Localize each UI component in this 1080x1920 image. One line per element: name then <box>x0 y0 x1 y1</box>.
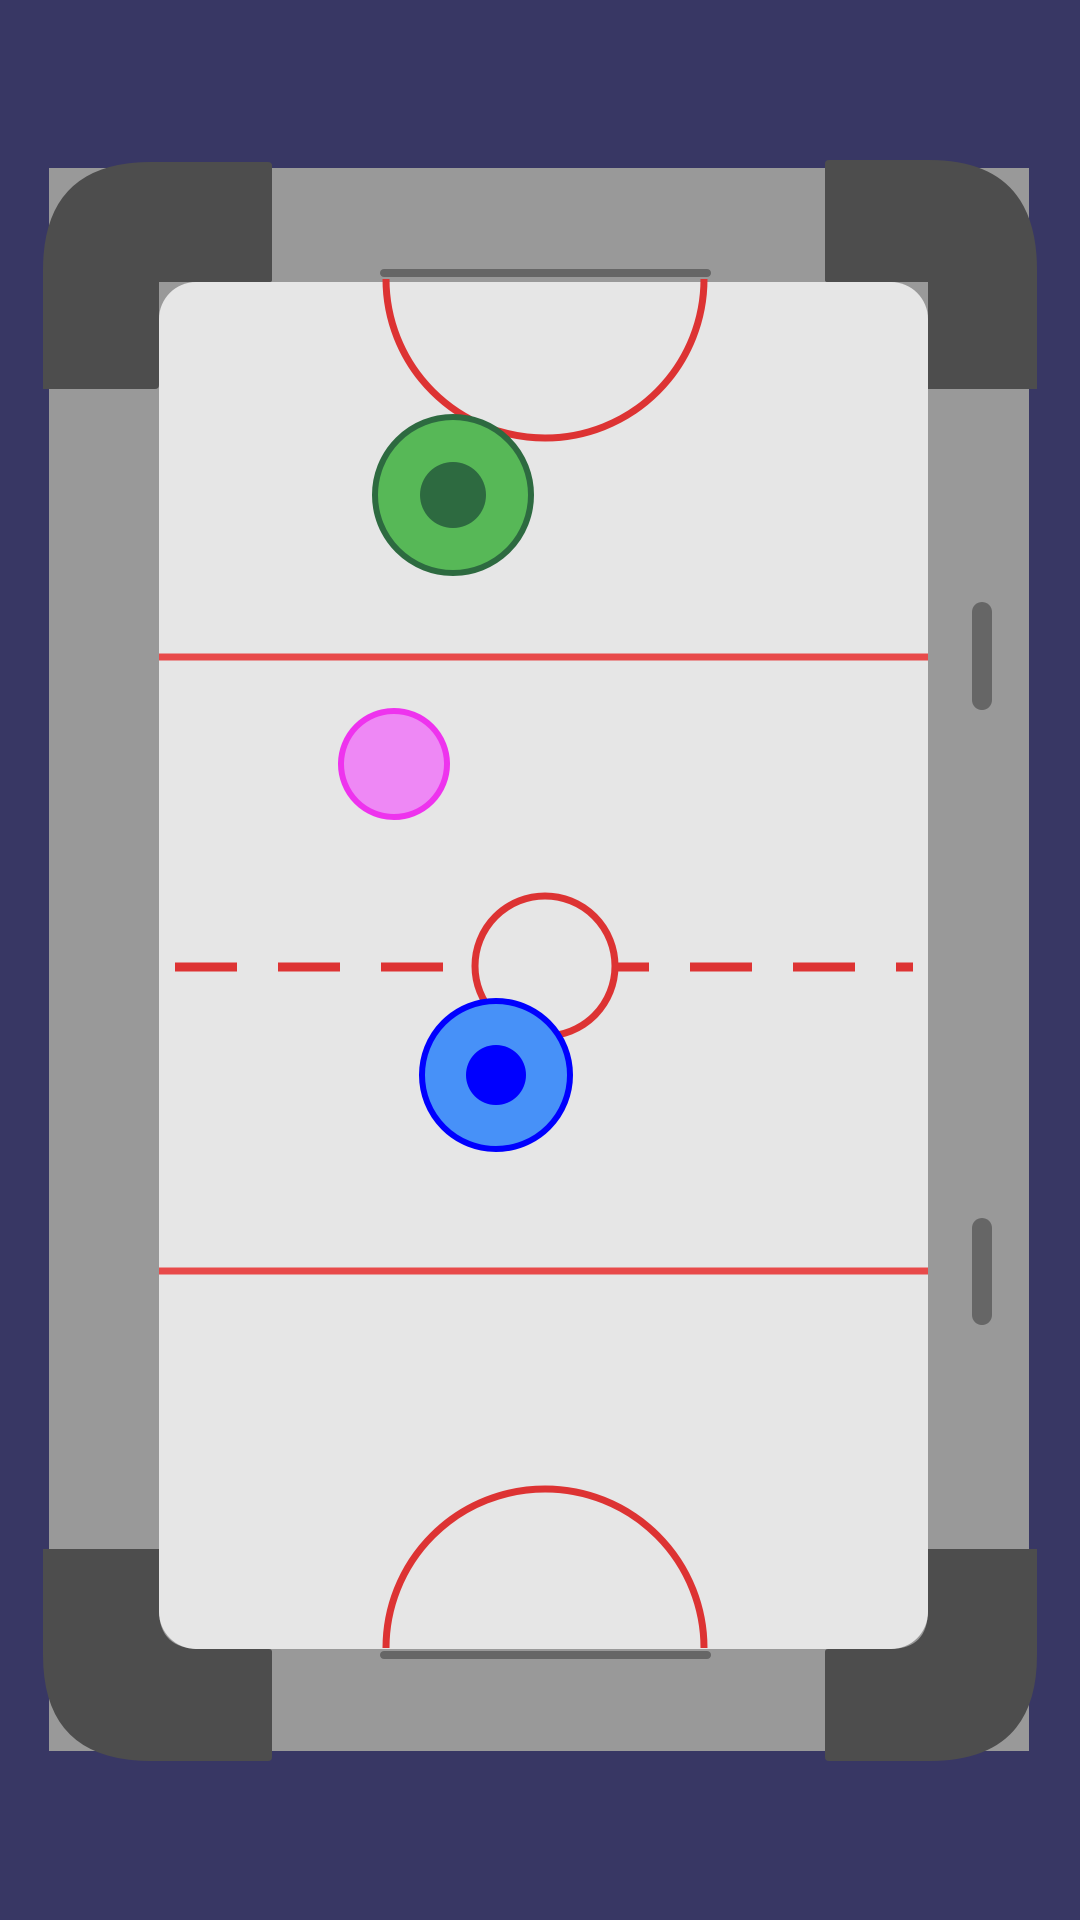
corner-top-left <box>43 162 272 389</box>
opponent-mallet-handle <box>420 462 486 528</box>
player-mallet[interactable] <box>419 998 573 1152</box>
goal-top <box>380 269 711 277</box>
center-gap <box>476 955 614 979</box>
player-mallet-handle[interactable] <box>466 1045 526 1105</box>
goal-crease-bottom <box>382 1485 708 1649</box>
side-slot-bottom <box>972 1218 992 1325</box>
puck <box>338 708 450 820</box>
corner-bottom-right <box>825 1549 1037 1761</box>
corner-bottom-left <box>43 1549 272 1761</box>
side-slot-top <box>972 602 992 710</box>
goal-bottom <box>380 1651 711 1659</box>
goal-crease-top <box>382 278 708 442</box>
corner-top-right <box>825 160 1037 389</box>
opponent-mallet <box>372 414 534 576</box>
